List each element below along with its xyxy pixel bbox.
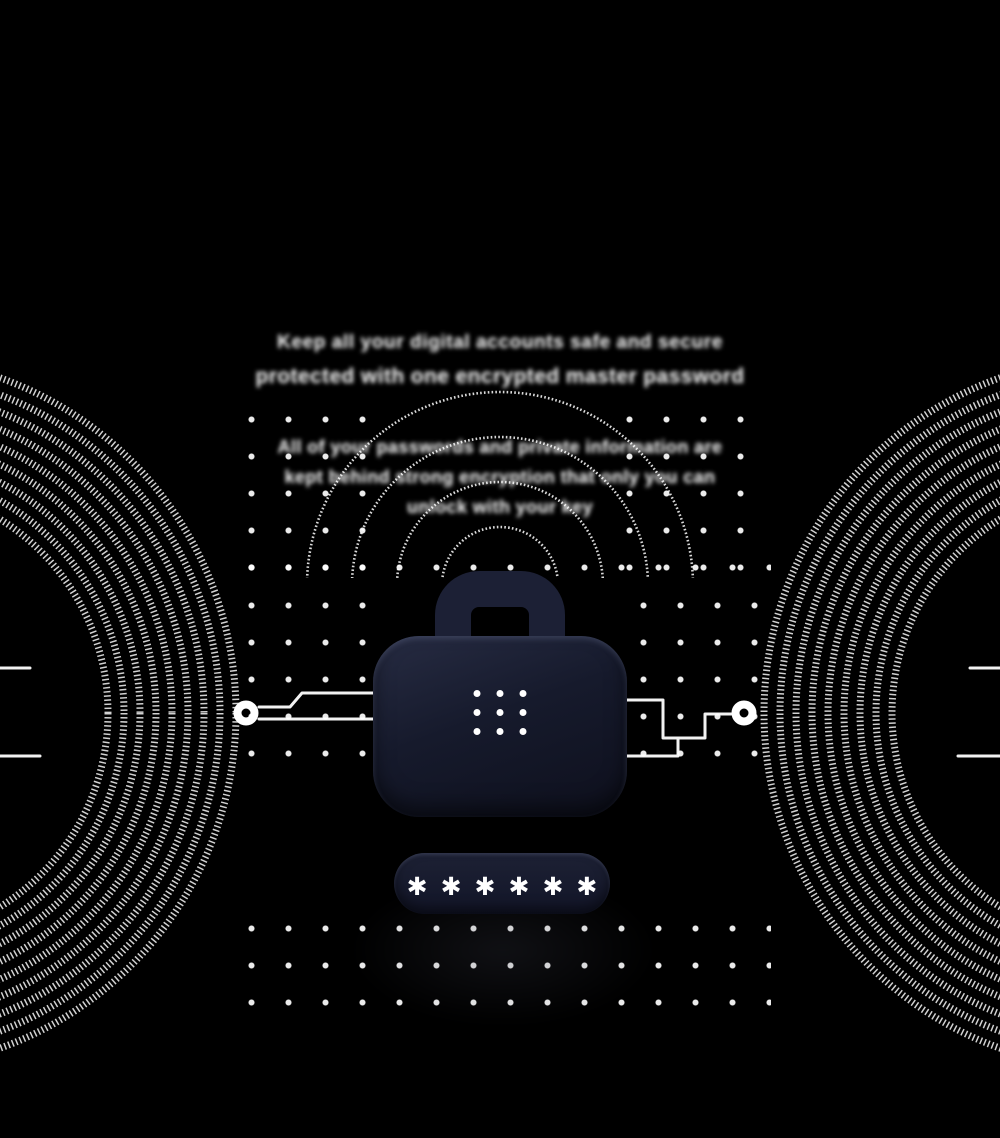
- keypad-dot: [496, 690, 504, 697]
- keypad-dot: [519, 709, 527, 716]
- hero-body-text: All of your passwords and private inform…: [0, 432, 1000, 522]
- hero-heading-line-2: protected with one encrypted master pass…: [255, 364, 745, 388]
- dot-grid-mid-right: [621, 583, 771, 773]
- hero-body-line-1: All of your passwords and private inform…: [277, 436, 723, 457]
- dot-grid-mid-left: [229, 583, 379, 773]
- keypad-dot: [519, 728, 527, 735]
- dot-grid-middle-row: [229, 545, 771, 571]
- ripple-arcs-right-icon: [760, 374, 1000, 1052]
- keypad-dot: [496, 709, 504, 716]
- hero-body-line-3: unlock with your key: [406, 496, 594, 517]
- hero-heading-line-1: Keep all your digital accounts safe and …: [277, 332, 723, 353]
- briefcase-vault-icon: [373, 636, 627, 817]
- keypad-dot: [473, 690, 481, 697]
- keypad-dots-icon: [473, 690, 527, 735]
- password-mask-asterisks: ✱✱✱✱✱✱: [406, 872, 611, 901]
- keypad-dot: [519, 690, 527, 697]
- hero-text-block: Keep all your digital accounts safe and …: [0, 332, 1000, 522]
- dot-grid-bottom: [229, 906, 771, 1018]
- hero-body-line-2: kept behind strong encryption that only …: [284, 466, 716, 487]
- keypad-dot: [473, 709, 481, 716]
- vault-handle: [435, 571, 565, 651]
- keypad-dot: [496, 728, 504, 735]
- keypad-dot: [473, 728, 481, 735]
- signal-arcs-icon: [305, 390, 695, 578]
- edge-tick-lines: [0, 666, 1000, 758]
- dot-grid-top-left: [229, 397, 391, 573]
- dot-grid-top-right: [607, 397, 773, 573]
- password-field: ✱✱✱✱✱✱: [394, 853, 610, 914]
